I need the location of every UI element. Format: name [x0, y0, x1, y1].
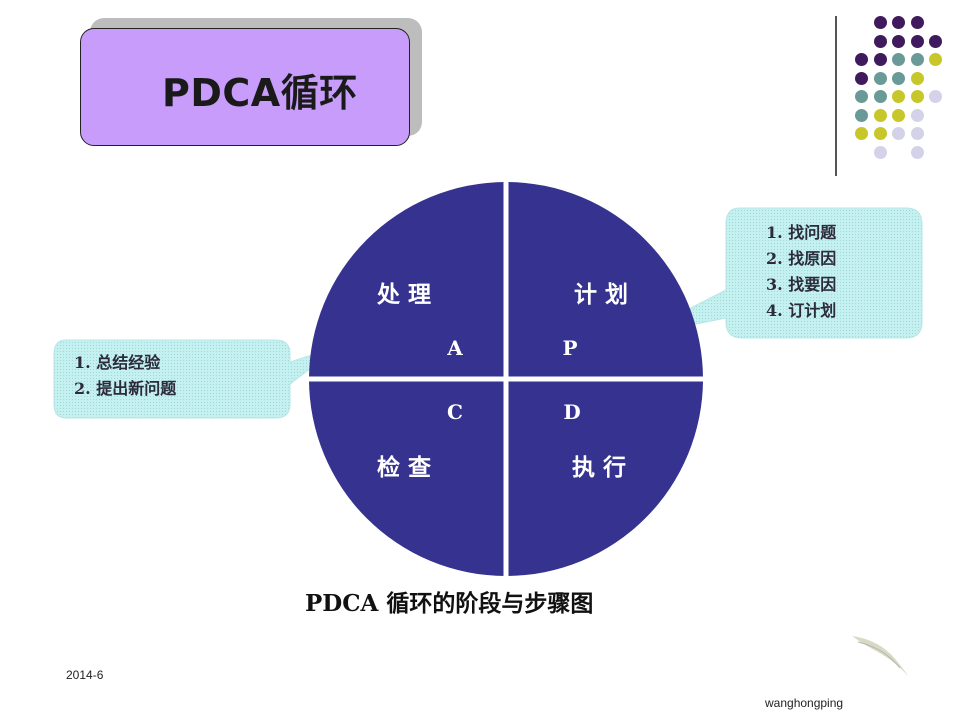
- footer-author: wanghongping: [765, 696, 844, 710]
- do-quadrant-letter: D: [563, 400, 580, 424]
- decorative-dot: [929, 90, 942, 103]
- plan-step-2: 2. 找原因: [766, 249, 836, 268]
- decorative-dot: [855, 90, 868, 103]
- decorative-dot: [873, 127, 887, 140]
- act-step-1: 1. 总结经验: [74, 353, 161, 372]
- decorative-dot: [910, 53, 924, 66]
- decorative-dot: [873, 145, 887, 159]
- decorative-dot: [855, 71, 868, 85]
- decorative-dot: [892, 34, 905, 48]
- decorative-swoosh-line: [857, 641, 901, 669]
- decorative-dot: [892, 53, 905, 66]
- decorative-swoosh: [852, 636, 908, 676]
- plan-callout: 1. 找问题 2. 找原因 3. 找要因 4. 订计划: [635, 207, 923, 339]
- plan-step-1: 1. 找问题: [766, 223, 837, 242]
- decorative-dot: [873, 90, 887, 103]
- decorative-dot: [929, 53, 942, 66]
- title-box: [80, 28, 410, 146]
- decorative-dot: [855, 53, 868, 66]
- decorative-dot: [910, 34, 924, 48]
- act-quadrant-name: 处 理: [376, 281, 431, 308]
- plan-step-4: 4. 订计划: [766, 301, 836, 320]
- decorative-dot: [855, 127, 868, 140]
- check-quadrant-letter: C: [447, 400, 463, 424]
- do-quadrant-name: 执 行: [572, 454, 626, 481]
- plan-step-3: 3. 找要因: [766, 275, 836, 294]
- act-quadrant-letter: A: [446, 336, 463, 360]
- act-callout: 1. 总结经验 2. 提出新问题: [53, 339, 341, 419]
- footer-date: 2014-6: [66, 668, 104, 682]
- decorative-dot: [910, 127, 924, 140]
- check-quadrant-name: 检 查: [377, 454, 431, 481]
- act-step-2: 2. 提出新问题: [74, 379, 177, 398]
- decorative-dot: [855, 108, 868, 122]
- decorative-dot: [892, 90, 905, 103]
- decorative-dot: [873, 71, 887, 85]
- decorative-dot: [873, 34, 887, 48]
- decorative-dot: [873, 53, 887, 66]
- decorative-divider: [835, 16, 837, 176]
- decorative-dot: [910, 90, 924, 103]
- decorative-dot: [892, 108, 905, 122]
- decorative-dot: [929, 34, 942, 48]
- decorative-dot: [910, 71, 924, 85]
- diagram-caption: PDCA 循环的阶段与步骤图: [305, 590, 594, 617]
- decorative-dot: [910, 108, 924, 122]
- decorative-dot: [892, 71, 905, 85]
- decorative-dot: [892, 16, 905, 29]
- decorative-dot: [873, 16, 887, 29]
- plan-quadrant-name: 计 划: [574, 281, 628, 308]
- plan-quadrant-letter: P: [562, 336, 577, 360]
- decorative-dot: [873, 108, 887, 122]
- decorative-dot: [892, 127, 905, 140]
- slide-title: PDCA循环: [162, 71, 358, 115]
- decorative-dot: [910, 16, 924, 29]
- decorative-dot: [910, 145, 924, 159]
